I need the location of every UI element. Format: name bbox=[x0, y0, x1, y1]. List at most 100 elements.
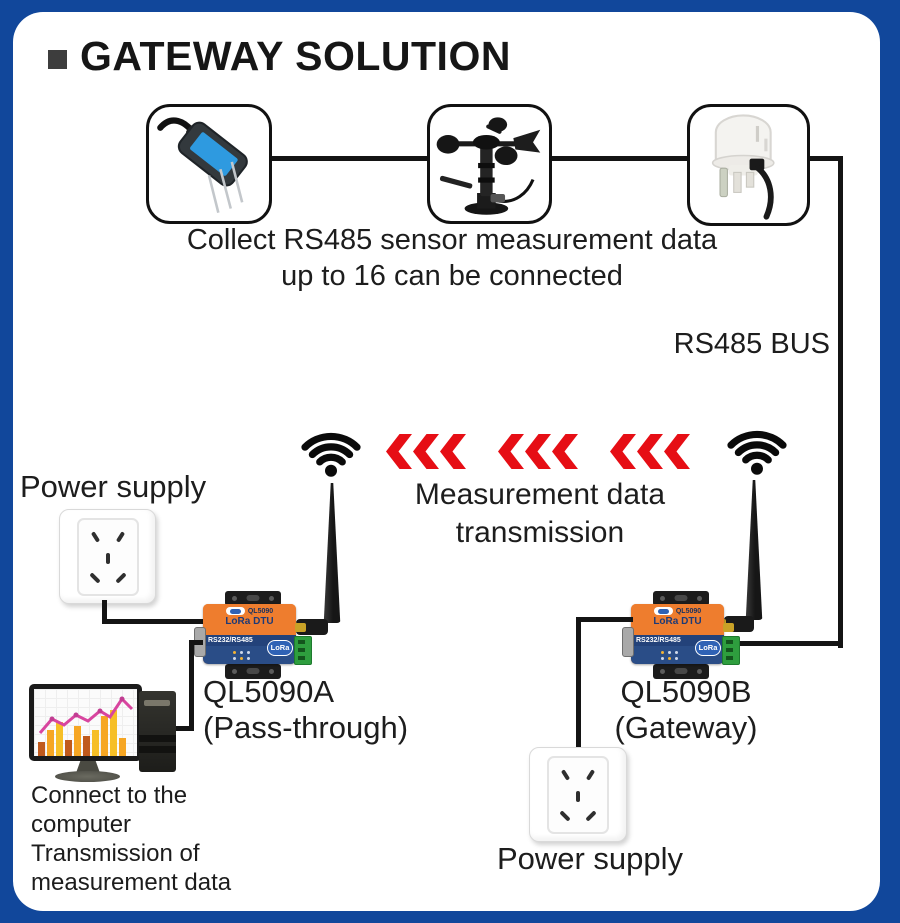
transmission-caption-line2: transmission bbox=[455, 516, 625, 549]
chevron-left-icon bbox=[552, 434, 578, 469]
led-indicators bbox=[661, 657, 678, 660]
collect-caption: Collect RS485 sensor measurement data up… bbox=[90, 222, 814, 294]
chart-bar bbox=[92, 730, 99, 756]
power-wire-right-v bbox=[576, 617, 581, 750]
power-wire-left-v bbox=[102, 600, 107, 624]
device-interface-text: RS232/RS485 bbox=[203, 635, 296, 646]
transmission-caption: Measurement data transmission bbox=[390, 476, 690, 552]
device-a-label: QL5090A (Pass-through) bbox=[203, 674, 408, 746]
chart-bar bbox=[101, 716, 108, 756]
collect-caption-line1: Collect RS485 sensor measurement data bbox=[186, 224, 718, 256]
monitor-stand-neck bbox=[76, 761, 100, 773]
device-model-text: QL5090 bbox=[247, 607, 274, 615]
led-indicators bbox=[233, 651, 250, 654]
chevron-left-icon bbox=[637, 434, 663, 469]
tower-groove bbox=[139, 746, 176, 753]
device-body: QL5090 LoRa DTU RS232/RS485 LoRa bbox=[631, 604, 724, 664]
outlet-slot bbox=[585, 768, 596, 781]
computer-tower bbox=[139, 691, 176, 772]
screw-slot bbox=[674, 668, 688, 674]
tower-groove bbox=[139, 735, 176, 742]
wifi-signal-icon-right bbox=[727, 430, 787, 475]
device-a-name: QL5090A bbox=[203, 674, 334, 709]
power-supply-label-left: Power supply bbox=[20, 469, 207, 504]
outlet-slot bbox=[576, 790, 580, 802]
chart-bar bbox=[38, 742, 45, 756]
sma-antenna-connector bbox=[723, 623, 734, 632]
brand-row: QL5090 bbox=[203, 607, 296, 615]
sensor-card-wind bbox=[427, 104, 552, 224]
rs485-terminal-block bbox=[722, 636, 740, 665]
device-b-name: QL5090B bbox=[620, 674, 752, 709]
chart-bar bbox=[74, 726, 81, 756]
sma-antenna-connector bbox=[295, 623, 306, 632]
collect-caption-line2: up to 16 can be connected bbox=[281, 260, 623, 292]
device-front-panel: QL5090 LoRa DTU bbox=[203, 604, 296, 635]
screw-slot bbox=[674, 595, 688, 601]
device-model-text: QL5090 bbox=[675, 607, 702, 615]
monitor-screen bbox=[34, 689, 137, 756]
data-flow-arrows bbox=[386, 434, 690, 469]
outlet-panel bbox=[547, 755, 609, 834]
outlet-slot bbox=[105, 552, 110, 564]
device-b-label: QL5090B (Gateway) bbox=[601, 674, 771, 746]
device-a-mode: (Pass-through) bbox=[203, 710, 409, 745]
computer-caption-line: Connect to the bbox=[31, 782, 188, 809]
chart-bar bbox=[110, 710, 117, 756]
chevron-group bbox=[386, 434, 466, 469]
lora-badge: LoRa bbox=[695, 640, 721, 656]
device-product-text: LoRa DTU bbox=[225, 616, 274, 627]
chevron-group bbox=[610, 434, 690, 469]
sensor-bus-wire-1 bbox=[266, 156, 427, 161]
screen-line-chart bbox=[38, 696, 134, 734]
outlet-slot bbox=[560, 768, 571, 781]
power-outlet-left bbox=[59, 509, 156, 604]
outlet-slot bbox=[90, 530, 100, 543]
mounting-flange bbox=[653, 591, 709, 606]
mounting-flange bbox=[653, 664, 709, 679]
power-supply-label-right: Power supply bbox=[496, 841, 684, 876]
tower-vent bbox=[144, 700, 170, 706]
soil-moisture-sensor-icon bbox=[157, 117, 248, 214]
chart-bar bbox=[56, 722, 63, 756]
chevron-group bbox=[498, 434, 578, 469]
title-bullet-icon bbox=[48, 50, 67, 69]
page-title: GATEWAY SOLUTION bbox=[80, 33, 511, 79]
light-sensor-icon bbox=[711, 114, 775, 220]
usr-logo-icon bbox=[225, 607, 245, 615]
outlet-slot bbox=[585, 809, 597, 822]
power-outlet-right bbox=[529, 747, 627, 842]
outlet-slot bbox=[114, 571, 127, 584]
sensor-bus-wire-2 bbox=[546, 156, 687, 161]
chevron-left-icon bbox=[386, 434, 412, 469]
chevron-left-icon bbox=[413, 434, 439, 469]
computer-caption: Connect to the computer Transmission of … bbox=[31, 781, 231, 897]
device-front-panel: QL5090 LoRa DTU bbox=[631, 604, 724, 635]
screw-slot bbox=[246, 668, 260, 674]
transmission-caption-line1: Measurement data bbox=[414, 478, 666, 511]
screw-slot bbox=[246, 595, 260, 601]
chart-bar bbox=[119, 738, 126, 756]
device-interface-text: RS232/RS485 bbox=[631, 635, 724, 646]
chevron-left-icon bbox=[664, 434, 690, 469]
db9-serial-port bbox=[622, 627, 634, 657]
chevron-left-icon bbox=[498, 434, 524, 469]
wifi-signal-icon-left bbox=[301, 432, 361, 477]
monitor-stand-base bbox=[55, 771, 120, 782]
chart-bar bbox=[65, 740, 72, 756]
device-product-text: LoRa DTU bbox=[653, 616, 702, 627]
rs485-bus-label: RS485 BUS bbox=[673, 328, 830, 360]
mounting-flange bbox=[225, 664, 281, 679]
sensor-bus-wire-3 bbox=[804, 156, 842, 161]
power-wire-left-h bbox=[102, 619, 205, 624]
computer-monitor bbox=[29, 684, 142, 761]
power-wire-right-h bbox=[576, 617, 633, 622]
rs485-terminal-block bbox=[294, 636, 312, 665]
serial-wire-stub2 bbox=[172, 726, 194, 731]
outlet-slot bbox=[88, 571, 101, 584]
led-indicators bbox=[661, 651, 678, 654]
screen-bar-chart bbox=[34, 710, 137, 756]
lora-dtu-device-ql5090a: QL5090 LoRa DTU RS232/RS485 LoRa bbox=[194, 591, 312, 679]
computer-caption-line: computer bbox=[31, 811, 132, 838]
computer-caption-line: measurement data bbox=[31, 869, 232, 896]
